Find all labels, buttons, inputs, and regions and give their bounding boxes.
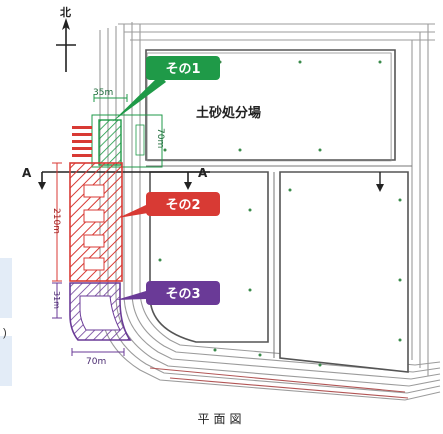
area-2-label: その2	[165, 198, 200, 213]
north-label: 北	[60, 5, 71, 19]
area-3: 31m 70m その3	[52, 281, 220, 367]
area-2-length: 210m	[51, 208, 61, 234]
area-3-label: その3	[165, 287, 200, 302]
structure-markers	[72, 126, 92, 157]
figure-caption: 平面図	[197, 412, 246, 426]
north-arrow-icon	[56, 18, 76, 72]
area-3-width: 70m	[86, 357, 106, 367]
area-1-width: 35m	[93, 88, 113, 98]
area-1-label: その1	[165, 62, 200, 77]
area-2: 210m その2	[51, 162, 220, 282]
side-panel-fragment-2	[0, 336, 12, 386]
area-3-length: 31m	[52, 291, 61, 309]
side-panel-fragment-1	[0, 258, 12, 318]
section-label-left: A	[22, 166, 32, 180]
area-1-length: 70m	[155, 128, 165, 148]
site-label: 土砂処分場	[196, 105, 261, 121]
side-panel-text-fragment: )	[3, 327, 7, 339]
section-label-right: A	[198, 166, 208, 180]
area-1: 35m 70m その1	[91, 56, 220, 168]
